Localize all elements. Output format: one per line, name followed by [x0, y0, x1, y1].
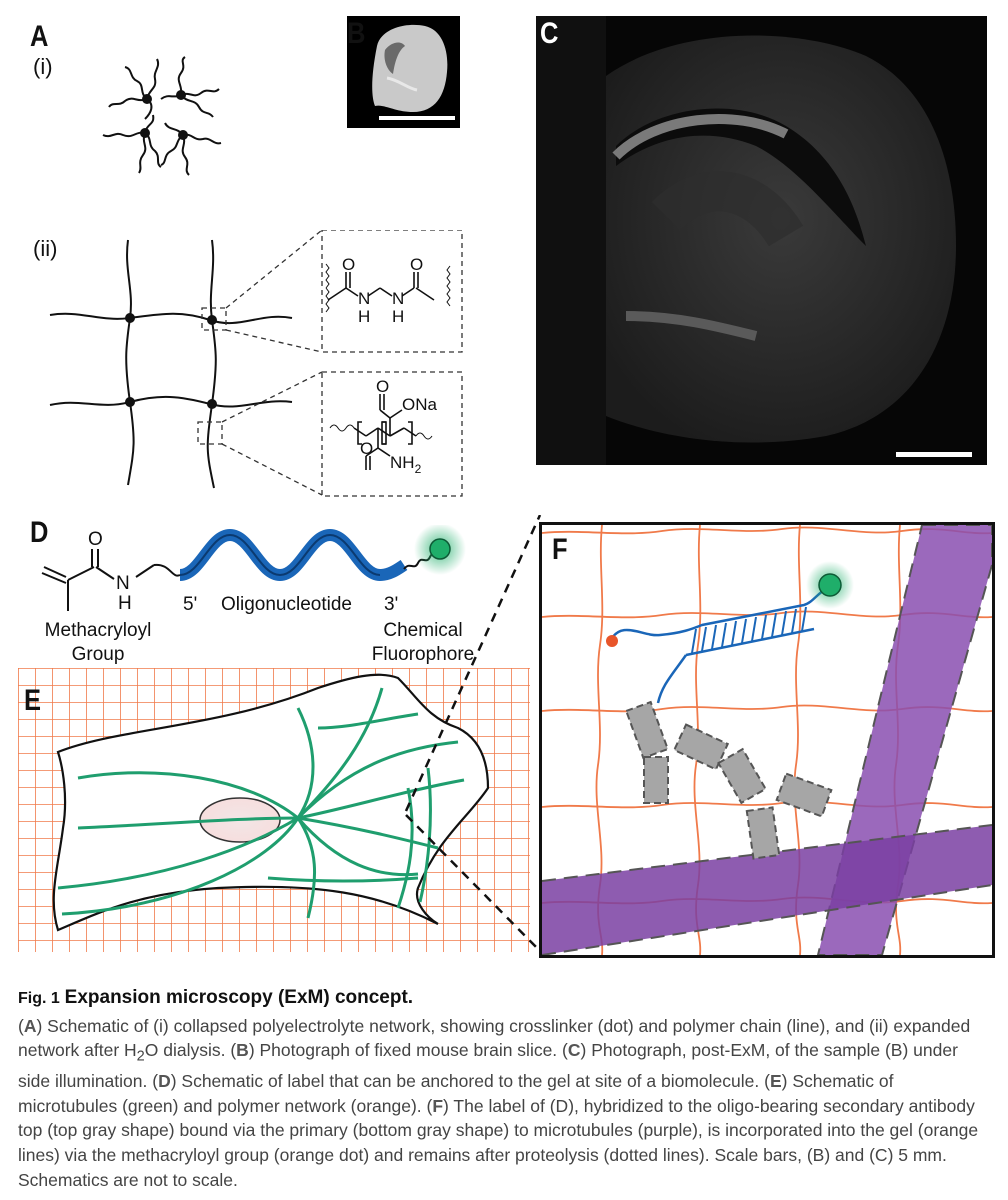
panel-label-a: A: [30, 20, 49, 53]
panel-label-e: E: [24, 684, 42, 717]
panel-a-i-label: (i): [33, 54, 53, 79]
panel-a-ii-label: (ii): [33, 236, 58, 261]
chem-nitrogen-1: N: [358, 289, 370, 308]
scale-bar-c: [896, 452, 972, 457]
antibody-shapes: [624, 700, 833, 860]
label-molecule-schematic: O N H: [41, 525, 466, 614]
panel-b-photo: [347, 16, 460, 128]
chem-nitrogen-2: N: [392, 289, 404, 308]
chem-oxygen-1: O: [342, 255, 355, 274]
five-prime-label: 5': [183, 594, 198, 615]
chem-oxygen-4: O: [360, 439, 373, 458]
chem-ona-label: ONa: [402, 395, 438, 414]
dna-helix: [178, 528, 408, 582]
panel-e-schematic: [18, 668, 530, 952]
panel-c-photo: [536, 16, 987, 465]
cell-outline: [52, 673, 490, 932]
d-hydrogen: H: [118, 593, 132, 614]
chem-nh2-label: NH2: [390, 453, 422, 476]
expanded-network-schematic: [49, 230, 463, 497]
chem-hydrogen-2: H: [392, 307, 404, 326]
caption-fig-number: Fig. 1: [18, 990, 60, 1007]
panel-label-f: F: [552, 533, 568, 566]
caption-title: Expansion microscopy (ExM) concept.: [64, 987, 414, 1008]
figure-caption: Fig. 1 Expansion microscopy (ExM) concep…: [18, 985, 993, 1192]
collapsed-network-schematic: [102, 56, 222, 176]
panel-f-frame: F: [539, 522, 995, 958]
chem-oxygen-3: O: [376, 377, 389, 396]
d-nitrogen: N: [116, 573, 130, 594]
caption-body: (A) Schematic of (i) collapsed polyelect…: [18, 1015, 979, 1190]
copolymer-structure: O ONa O NH2: [329, 377, 438, 476]
fluorophore-dot: [429, 538, 451, 560]
panel-label-c: C: [540, 17, 559, 50]
microtubules: [57, 687, 465, 919]
dna-label-strand: [608, 587, 827, 704]
bisacrylamide-structure: O N H N H O: [325, 255, 451, 326]
fluorophore-dot-f: [818, 573, 842, 597]
methacryloyl-dot: [606, 635, 618, 647]
panel-label-b: B: [347, 17, 366, 50]
oligonucleotide-label: Oligonucleotide: [221, 594, 352, 615]
chem-hydrogen-1: H: [358, 307, 370, 326]
scale-bar-b: [379, 116, 455, 120]
panel-label-d: D: [30, 516, 49, 549]
chem-oxygen-2: O: [410, 255, 423, 274]
three-prime-label: 3': [384, 594, 399, 615]
d-oxygen: O: [88, 529, 103, 550]
zoom-connector-lines: [404, 515, 542, 952]
